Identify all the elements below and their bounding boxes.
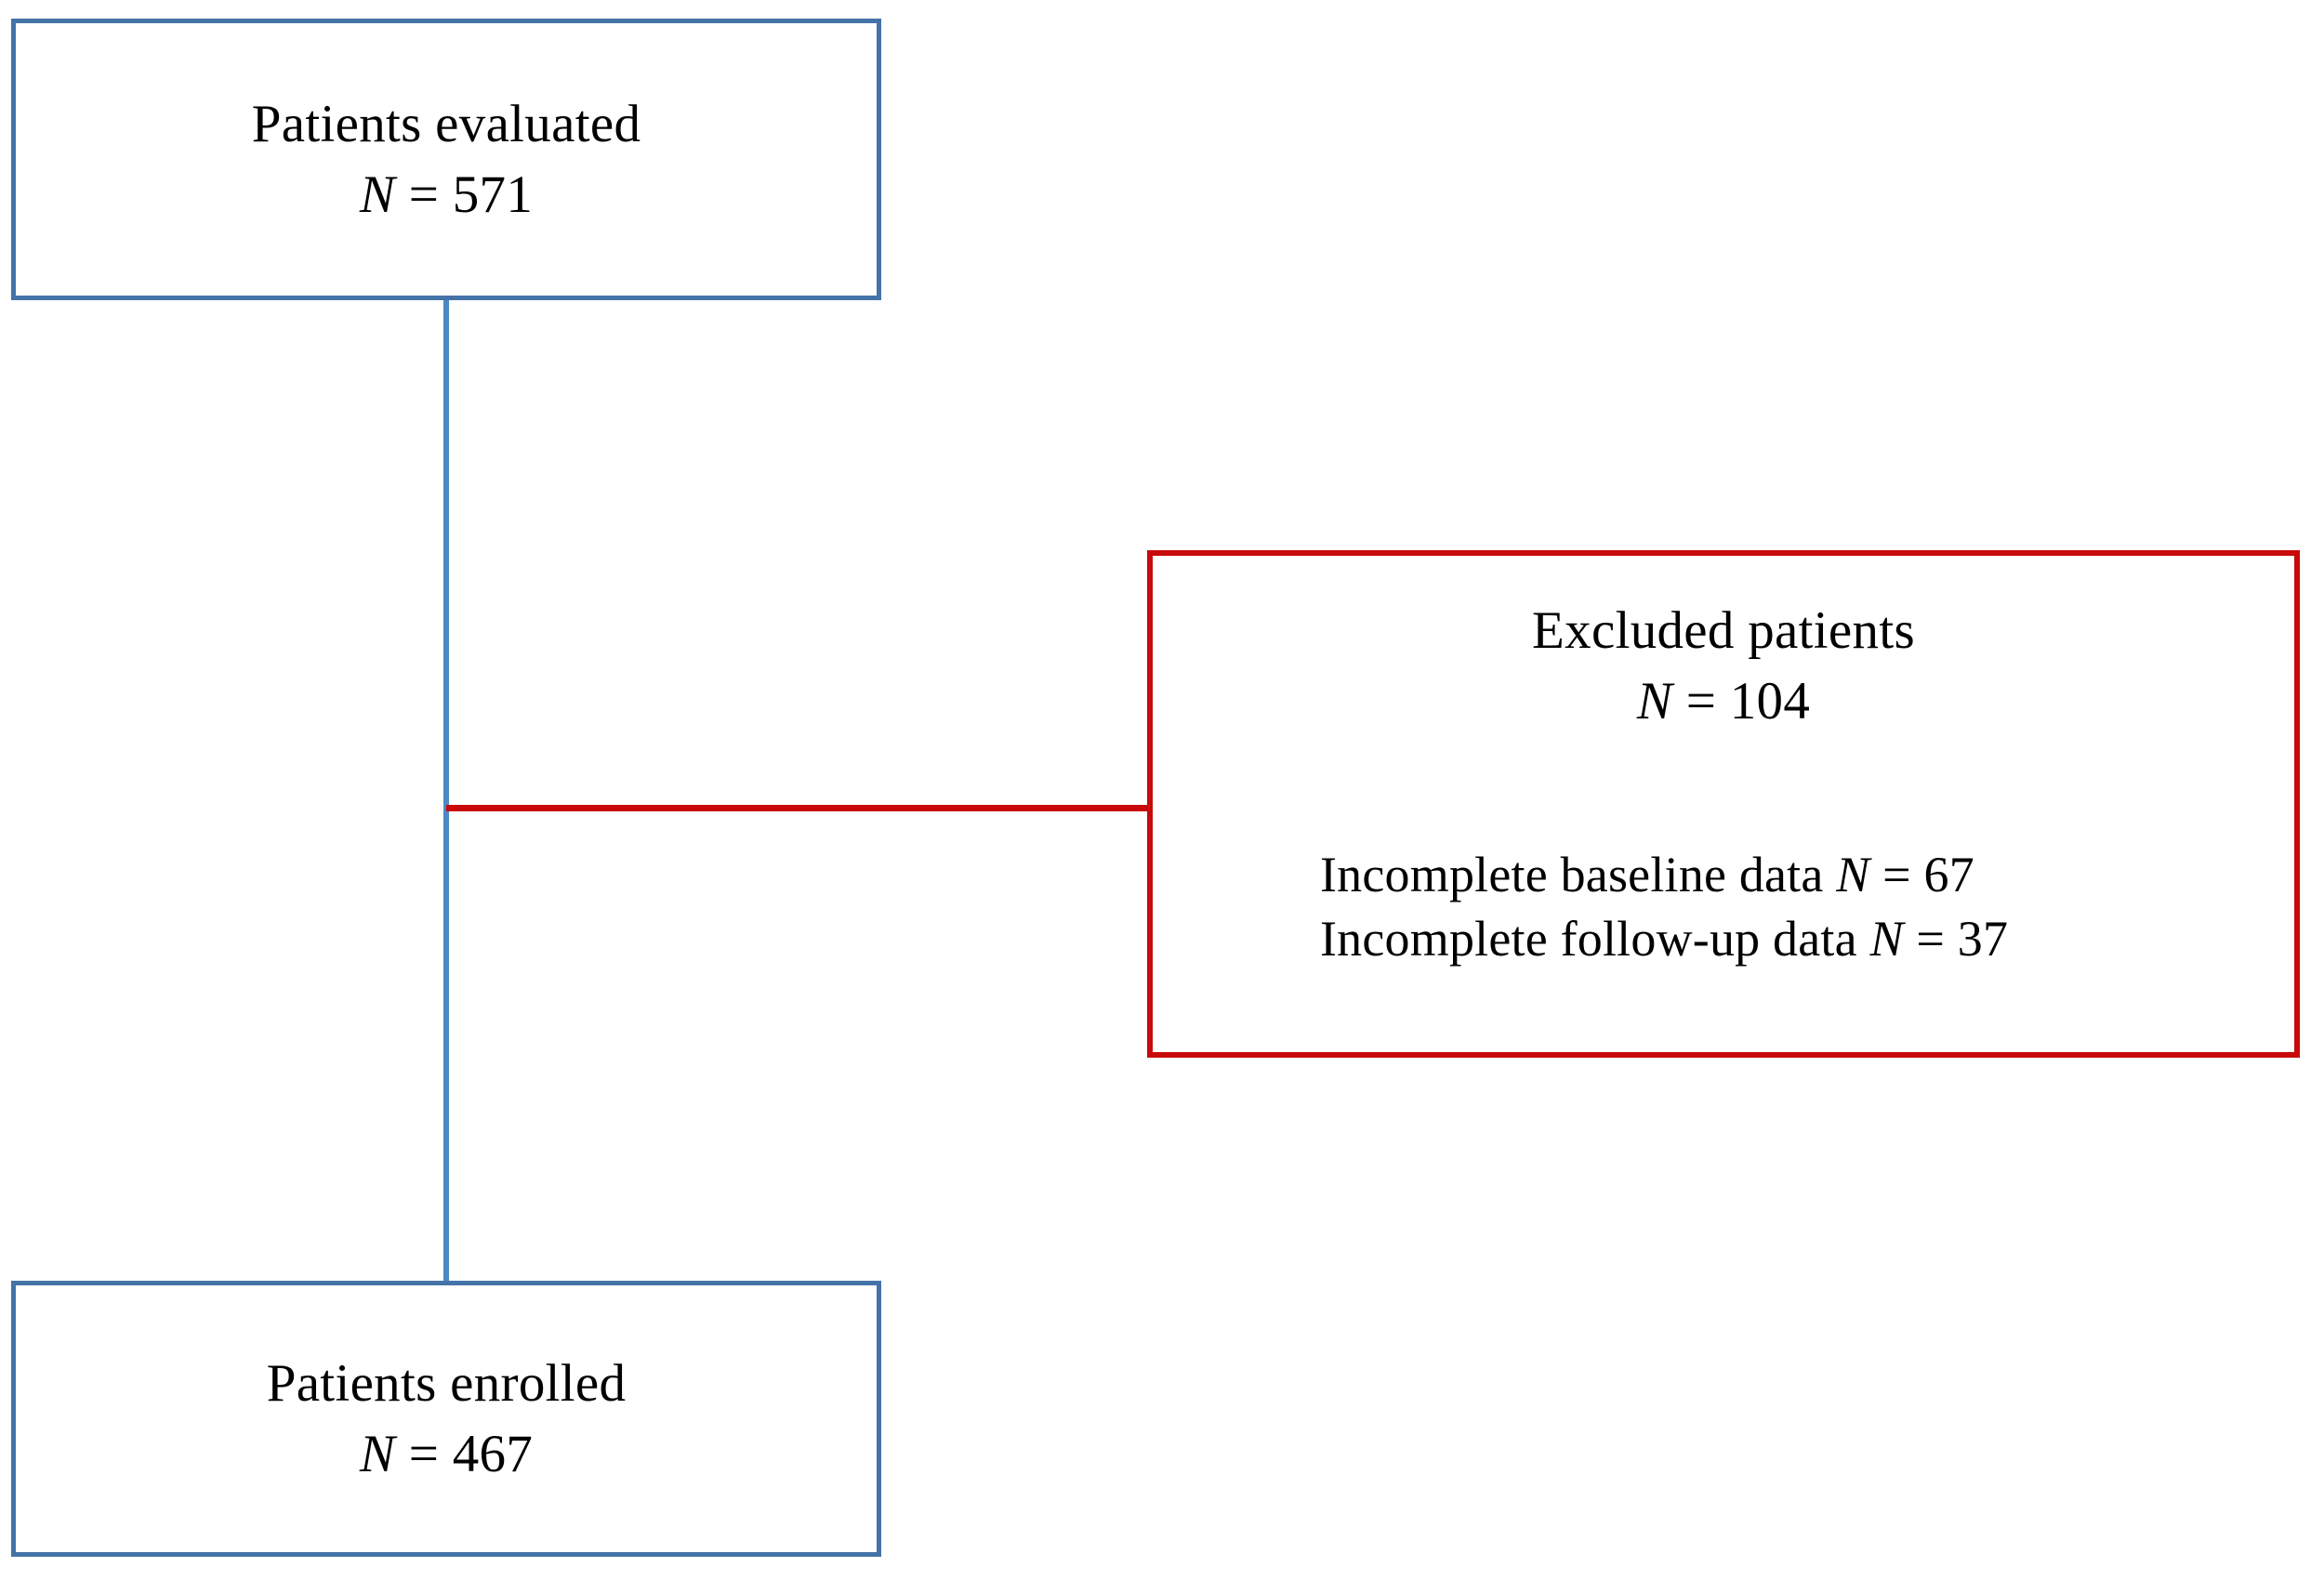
n-symbol: N [359, 165, 396, 224]
equals-symbol: = [1869, 847, 1924, 903]
n-symbol: N [359, 1424, 396, 1483]
node-patients-evaluated-label: Patients evaluated [251, 94, 641, 153]
equals-symbol: = [1903, 911, 1958, 968]
exclusion-reason-label: Incomplete baseline data [1320, 847, 1824, 903]
excluded-header-group: Excluded patients N = 104 [1153, 599, 2294, 733]
node-patients-evaluated-count-value: 571 [452, 165, 534, 224]
exclusion-reason-list: Incomplete baseline data N = 67 Incomple… [1153, 843, 2294, 971]
node-patients-evaluated: Patients evaluated N = 571 [11, 19, 881, 300]
exclusion-reason-item: Incomplete baseline data N = 67 [1320, 843, 2294, 907]
exclusion-reason-label: Incomplete follow-up data [1320, 911, 1857, 968]
node-excluded-patients: Excluded patients N = 104 Incomplete bas… [1147, 550, 2300, 1058]
node-patients-enrolled-label: Patients enrolled [266, 1353, 627, 1413]
n-symbol: N [1636, 671, 1673, 731]
exclusion-reason-count-value: 67 [1923, 847, 1974, 903]
connector-evaluated-to-enrolled [443, 297, 449, 1284]
node-patients-enrolled-count-value: 467 [452, 1424, 534, 1483]
equals-symbol: = [395, 165, 453, 224]
node-excluded-patients-count: N = 104 [1153, 669, 2294, 734]
exclusion-reason-count-value: 37 [1957, 911, 2009, 968]
equals-symbol: = [1672, 671, 1730, 731]
node-excluded-patients-count-value: 104 [1729, 671, 1811, 731]
connector-evaluated-to-excluded [446, 805, 1149, 811]
n-symbol: N [1869, 911, 1904, 968]
exclusion-reason-item: Incomplete follow-up data N = 37 [1320, 907, 2294, 971]
node-patients-enrolled-count: N = 467 [360, 1422, 533, 1487]
n-symbol: N [1836, 847, 1870, 903]
node-patients-enrolled: Patients enrolled N = 467 [11, 1281, 881, 1557]
node-patients-evaluated-count: N = 571 [360, 163, 533, 228]
node-excluded-patients-label: Excluded patients [1532, 601, 1915, 660]
equals-symbol: = [395, 1424, 453, 1483]
